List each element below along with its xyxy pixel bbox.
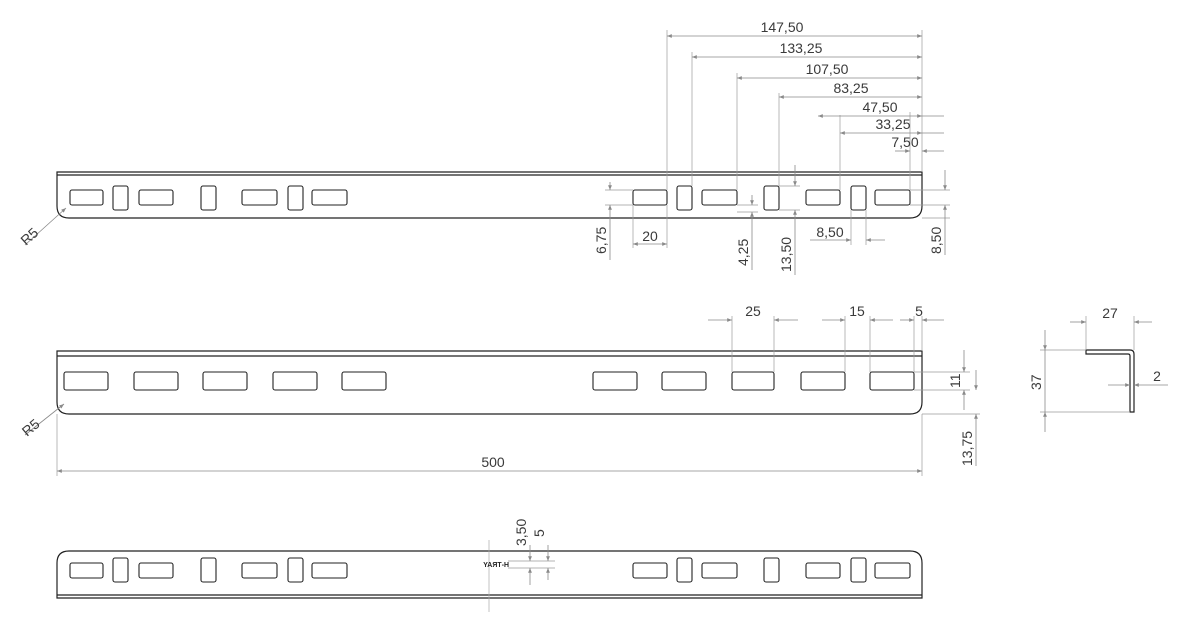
radius-middle: R5 [19,415,43,439]
bottom-view: H-TRAY 3,50 5 [56,519,923,612]
middle-view: 25 15 5 11 13,75 500 R5 [19,303,980,476]
dim-8-50-b: 8,50 [928,227,944,254]
dim-2: 2 [1153,368,1161,384]
dim-5-bottom: 5 [531,529,547,537]
l-profile [1085,349,1135,413]
middle-rail-slots [63,371,915,391]
dim-33-25: 33,25 [875,116,910,132]
dim-6-75: 6,75 [593,227,609,254]
top-view: 147,50 133,25 107,50 83,25 47,50 33,25 7… [17,19,950,275]
dim-107-50: 107,50 [806,61,849,77]
dim-13-50: 13,50 [778,237,794,272]
dim-5: 5 [915,303,923,319]
radius-top: R5 [17,224,41,248]
top-rail-slots [69,185,911,211]
dim-3-50: 3,50 [513,519,529,546]
dim-83-25: 83,25 [833,80,868,96]
dim-147-50: 147,50 [761,19,804,35]
middle-rail-outline [56,350,923,415]
bottom-rail-outline [56,550,923,599]
dim-20: 20 [642,228,658,244]
dim-133-25: 133,25 [780,40,823,56]
dim-8-50-a: 8,50 [816,224,843,240]
dim-11: 11 [947,373,963,388]
dim-4-25: 4,25 [735,239,751,266]
bottom-rail-slots [69,557,911,583]
h-tray-logo: H-TRAY [483,562,509,569]
dim-13-75: 13,75 [959,431,975,466]
dim-27: 27 [1102,305,1118,321]
dim-25: 25 [745,303,761,319]
top-dimensions: 147,50 133,25 107,50 83,25 47,50 33,25 7… [17,19,950,275]
dim-15: 15 [849,303,865,319]
side-view: 27 37 2 [1028,305,1168,432]
dim-500: 500 [481,454,505,470]
dim-47-50: 47,50 [862,99,897,115]
dim-7-50: 7,50 [891,134,918,150]
top-rail-outline [56,171,923,219]
dim-37: 37 [1028,374,1044,390]
